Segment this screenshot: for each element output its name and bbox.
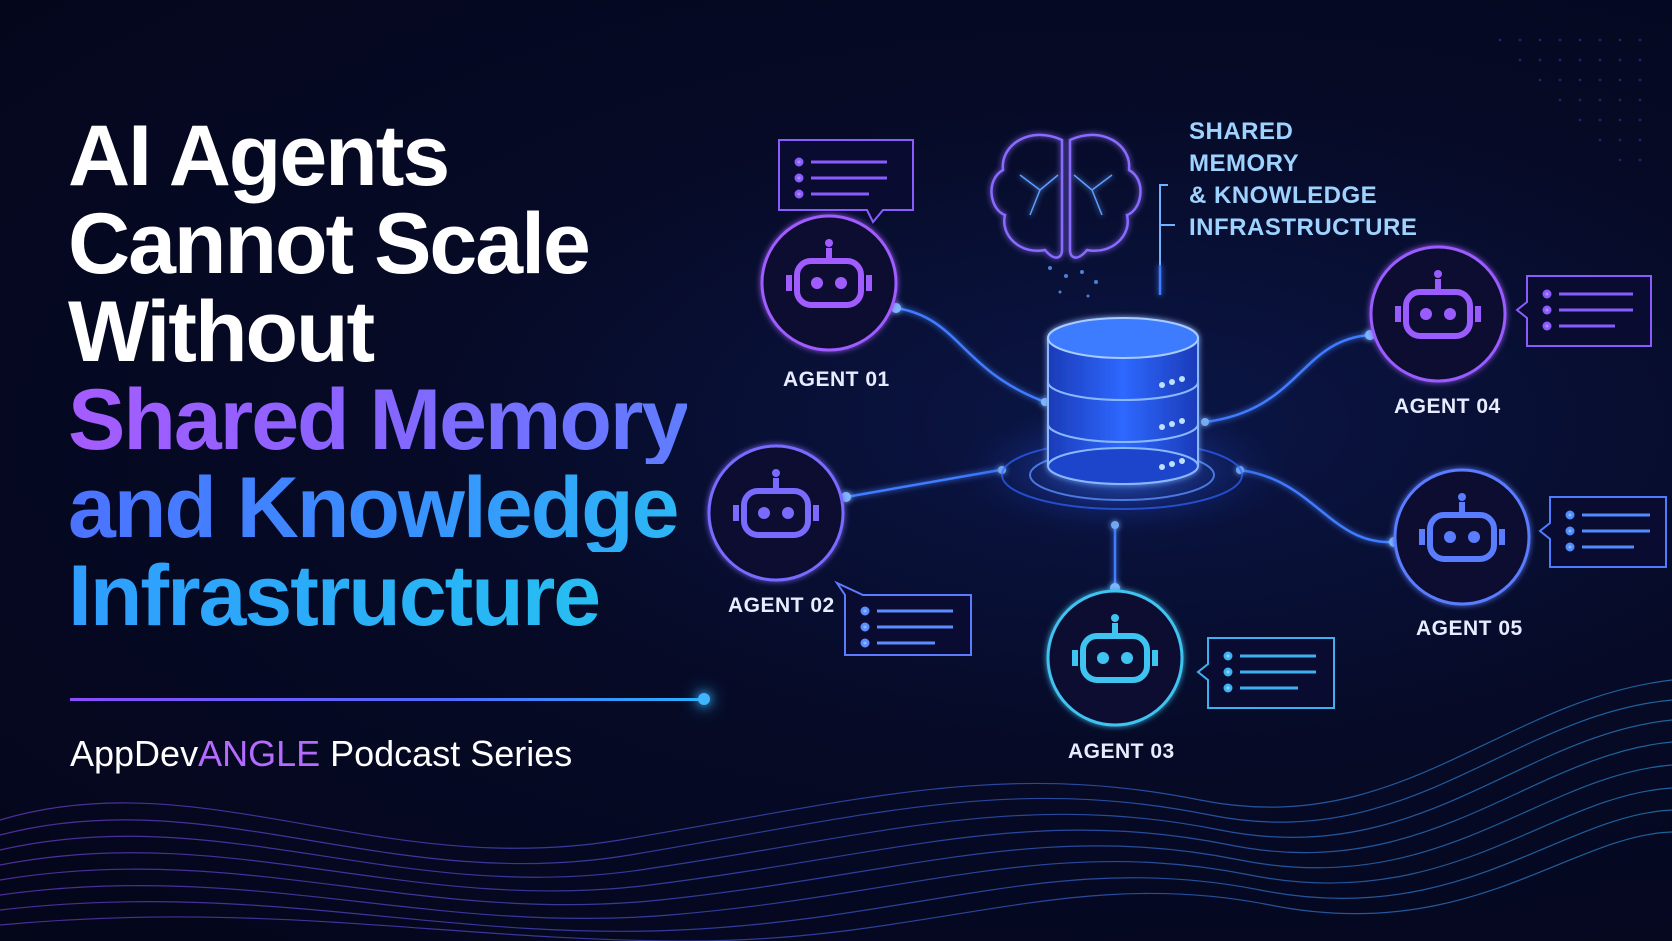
- agent-05-chat-bubble: [1538, 496, 1667, 568]
- dot-texture: [1498, 38, 1642, 162]
- podcast-series-label: AppDevANGLE Podcast Series: [70, 733, 572, 775]
- series-accent: ANGLE: [198, 733, 321, 774]
- agent-03-label: AGENT 03: [1068, 740, 1175, 763]
- agent-03-node[interactable]: [1046, 589, 1184, 727]
- infra-label: SHARED MEMORY & KNOWLEDGE INFRASTRUCTURE: [1189, 116, 1417, 244]
- agent-01-chat-bubble: [778, 139, 914, 224]
- chat-bubble-icon: [1565, 510, 1650, 552]
- chat-bubble-icon: [794, 157, 887, 199]
- robot-icon: [1419, 493, 1505, 562]
- chat-bubble-icon: [1542, 289, 1633, 331]
- link-agent-01: [895, 306, 1046, 404]
- agent-05-node[interactable]: [1393, 468, 1531, 606]
- robot-icon: [1395, 270, 1481, 339]
- chat-bubble-icon: [860, 606, 953, 648]
- series-suffix: Podcast Series: [320, 733, 573, 774]
- agent-02-chat-bubble: [834, 580, 972, 656]
- headline: AI Agents Cannot Scale Without Shared Me…: [68, 108, 689, 640]
- agent-01-label: AGENT 01: [783, 368, 890, 391]
- infra-bracket: [1159, 184, 1175, 265]
- agent-02-node[interactable]: [707, 444, 845, 582]
- robot-icon: [733, 469, 819, 538]
- agent-04-node[interactable]: [1369, 245, 1507, 383]
- headline-line-3: Without: [68, 284, 375, 380]
- headline-line-6: Infrastructure: [68, 552, 687, 640]
- link-agent-04: [1204, 333, 1371, 424]
- agent-03-chat-bubble: [1196, 637, 1335, 709]
- divider-end-dot: [698, 693, 710, 705]
- agent-05-label: AGENT 05: [1416, 617, 1523, 640]
- headline-line-5: and Knowledge: [68, 464, 687, 552]
- headline-line-2: Cannot Scale: [68, 196, 591, 292]
- infra-label-line-4: INFRASTRUCTURE: [1189, 214, 1418, 241]
- headline-divider: [70, 698, 704, 701]
- infra-label-line-3: & KNOWLEDGE: [1189, 182, 1378, 209]
- brain-particles: [1048, 266, 1098, 298]
- agent-04-chat-bubble: [1515, 275, 1652, 347]
- robot-icon: [1072, 614, 1158, 683]
- robot-icon: [786, 239, 872, 308]
- headline-line-4: Shared Memory: [68, 372, 689, 468]
- agent-04-label: AGENT 04: [1394, 395, 1501, 418]
- wave-decoration: [0, 679, 1672, 941]
- series-prefix: AppDev: [70, 733, 199, 774]
- infra-label-line-1: SHARED: [1189, 118, 1294, 145]
- brain-icon: [990, 133, 1142, 259]
- headline-line-1: AI Agents: [68, 108, 450, 204]
- chat-bubble-icon: [1223, 651, 1316, 693]
- infra-label-line-2: MEMORY: [1189, 150, 1300, 177]
- agent-01-node[interactable]: [760, 214, 898, 352]
- agent-02-label: AGENT 02: [728, 594, 835, 617]
- database-icon: [1047, 317, 1199, 485]
